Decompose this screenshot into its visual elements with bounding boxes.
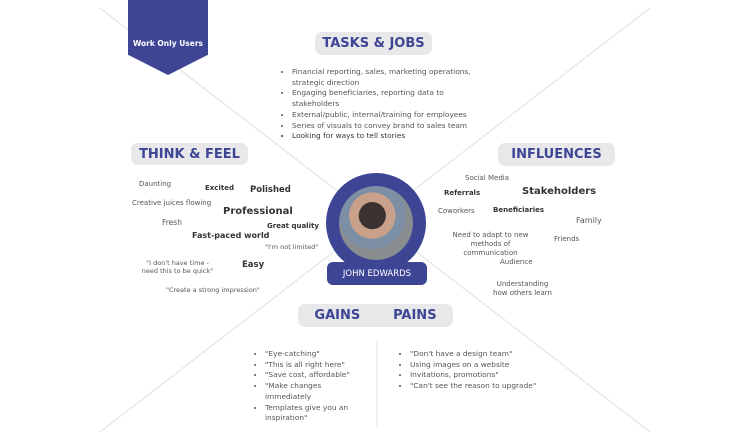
think-feel-heading: THINK & FEEL [131, 143, 248, 165]
word: Audience [500, 258, 533, 266]
segment-badge-label: Work Only Users [132, 39, 204, 48]
word: Professional [223, 206, 293, 217]
word: Stakeholders [522, 186, 597, 197]
word: Social Media [465, 174, 510, 182]
pains-list: "Don't have a design team" Using images … [400, 349, 540, 392]
list-item: "This is all right here" [265, 360, 365, 371]
persona-name: JOHN EDWARDS [342, 268, 412, 279]
word: Family [576, 216, 602, 225]
word: Creative juices flowing [132, 199, 212, 207]
word: Easy [242, 260, 265, 270]
gains-heading: GAINS [314, 308, 361, 323]
pains-heading: PAINS [393, 308, 437, 323]
list-item: Series of visuals to convey brand to sal… [292, 121, 482, 132]
list-item: Looking for ways to tell stories [292, 131, 482, 142]
word: Excited [205, 184, 234, 192]
word: Polished [250, 185, 291, 195]
word: Daunting [139, 180, 172, 188]
gains-pains-heading: GAINS PAINS [298, 304, 453, 327]
list-item: External/public, internal/training for e… [292, 110, 482, 121]
list-item: "Make changes immediately [265, 381, 365, 402]
persona-photo [339, 186, 413, 260]
word: "Create a strong impression" [166, 286, 260, 294]
word: Understanding how others learn [493, 280, 552, 297]
list-item: "Can't see the reason to upgrade" [410, 381, 540, 392]
word: Fast-paced world [192, 231, 270, 240]
word: "I'm not limited" [265, 243, 319, 251]
list-item: "Don't have a design team" [410, 349, 540, 360]
word: Great quality [267, 222, 319, 230]
list-item: Invitations, promotions" [410, 370, 540, 381]
word: Friends [554, 235, 580, 243]
list-item: "Save cost, affordable" [265, 370, 365, 381]
list-item: Financial reporting, sales, marketing op… [292, 67, 482, 88]
influences-heading: INFLUENCES [498, 143, 615, 166]
word: Fresh [162, 218, 182, 227]
list-item: Templates give you an inspiration" [265, 403, 365, 424]
word: Beneficiaries [493, 206, 545, 214]
word: "I don't have time - need this to be qui… [141, 259, 214, 276]
gains-list: "Eye-catching" "This is all right here" … [255, 349, 365, 424]
tasks-list: Financial reporting, sales, marketing op… [282, 67, 482, 142]
persona-name-plate: JOHN EDWARDS [327, 262, 427, 285]
word: Coworkers [438, 207, 475, 215]
word: Referrals [444, 189, 481, 197]
word: Need to adapt to new methods of communic… [452, 231, 529, 257]
list-item: Using images on a website [410, 360, 540, 371]
list-item: "Eye-catching" [265, 349, 365, 360]
tasks-heading: TASKS & JOBS [315, 32, 432, 55]
list-item: Engaging beneficiaries, reporting data t… [292, 88, 482, 109]
